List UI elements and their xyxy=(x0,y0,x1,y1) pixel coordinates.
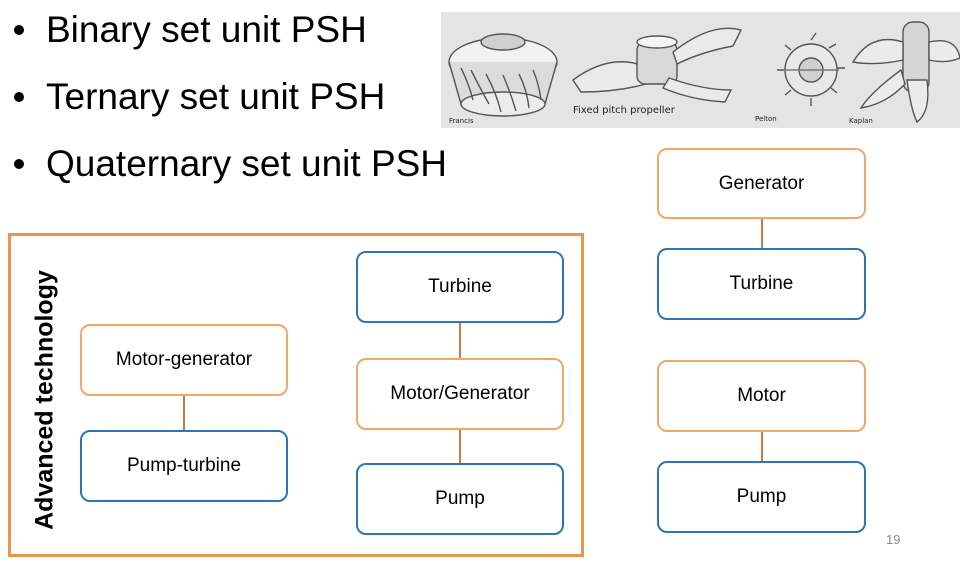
kaplan-runner-icon xyxy=(851,21,960,124)
pelton-wheel-icon xyxy=(777,32,845,106)
francis-caption: Francis xyxy=(449,117,474,125)
pump-turbine-box: Pump-turbine xyxy=(80,430,288,502)
motor-generator-ternary-box: Motor/Generator xyxy=(356,358,564,430)
bullet-text: Binary set unit PSH xyxy=(46,9,367,50)
bullet-text: Ternary set unit PSH xyxy=(46,76,386,117)
bullet-item: Ternary set unit PSH xyxy=(12,71,447,138)
turbine-illustrations xyxy=(448,21,960,124)
bullet-dot-icon xyxy=(14,92,24,102)
bullet-list: Binary set unit PSH Ternary set unit PSH… xyxy=(12,4,447,205)
bullet-item: Quaternary set unit PSH xyxy=(12,138,447,205)
page-number: 19 xyxy=(886,532,901,547)
connector-line xyxy=(183,396,185,430)
connector-line xyxy=(459,430,461,463)
propeller-icon xyxy=(572,27,743,103)
connector-line xyxy=(459,323,461,358)
pelton-caption: Pelton xyxy=(755,115,777,123)
quaternary-pump-box: Pump xyxy=(657,461,866,533)
propeller-caption: Fixed pitch propeller xyxy=(573,105,675,116)
quaternary-turbine-box: Turbine xyxy=(657,248,866,320)
motor-generator-box: Motor-generator xyxy=(80,324,288,396)
connector-line xyxy=(761,219,763,248)
bullet-dot-icon xyxy=(14,159,24,169)
turbine-types-image: Francis Fixed pitch propeller Pelton Kap… xyxy=(441,12,960,128)
bullet-item: Binary set unit PSH xyxy=(12,4,447,71)
bullet-dot-icon xyxy=(14,25,24,35)
motor-box: Motor xyxy=(657,360,866,432)
generator-box: Generator xyxy=(657,148,866,219)
ternary-pump-box: Pump xyxy=(356,463,564,535)
kaplan-caption: Kaplan xyxy=(849,117,873,125)
bullet-text: Quaternary set unit PSH xyxy=(46,143,448,184)
ternary-turbine-box: Turbine xyxy=(356,251,564,323)
connector-line xyxy=(761,432,763,461)
advanced-technology-frame xyxy=(8,233,584,557)
advanced-technology-label: Advanced technology xyxy=(30,270,59,530)
francis-runner-icon xyxy=(448,33,558,117)
